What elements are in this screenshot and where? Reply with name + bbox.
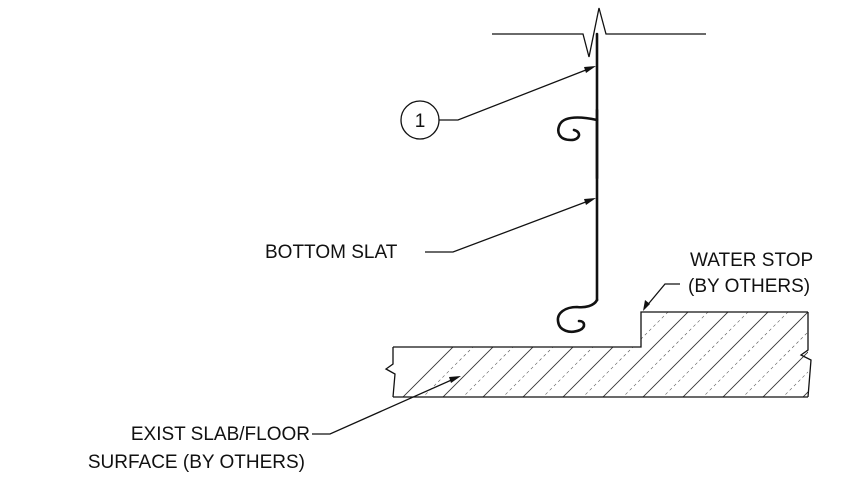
water-stop-leader (644, 283, 680, 309)
callout-number: 1 (415, 111, 426, 132)
upper-slat-hook (557, 116, 599, 142)
callout-leader (439, 67, 592, 121)
bottom-slat-arrowhead (584, 198, 596, 205)
top-break-line (492, 7, 706, 58)
callout-arrowhead (584, 66, 596, 73)
water-stop-arrowhead (643, 300, 650, 311)
slab-right-break (799, 312, 812, 398)
bottom-slat-label: BOTTOM SLAT (265, 242, 398, 263)
slab-label-line2: SURFACE (BY OTHERS) (88, 452, 305, 473)
bottom-slat-leader (425, 199, 592, 253)
water-stop-label-line1: WATER STOP (690, 250, 813, 271)
slab-leader (312, 377, 457, 435)
slab-arrowhead (449, 376, 461, 383)
slab-label-line1: EXIST SLAB/FLOOR (131, 424, 310, 445)
slab-left-break (384, 347, 396, 398)
water-stop-label-line2: (BY OTHERS) (688, 276, 810, 297)
bottom-slat-profile (556, 32, 599, 333)
slab-floor-section (384, 311, 812, 398)
lower-slat-hook (556, 298, 599, 333)
